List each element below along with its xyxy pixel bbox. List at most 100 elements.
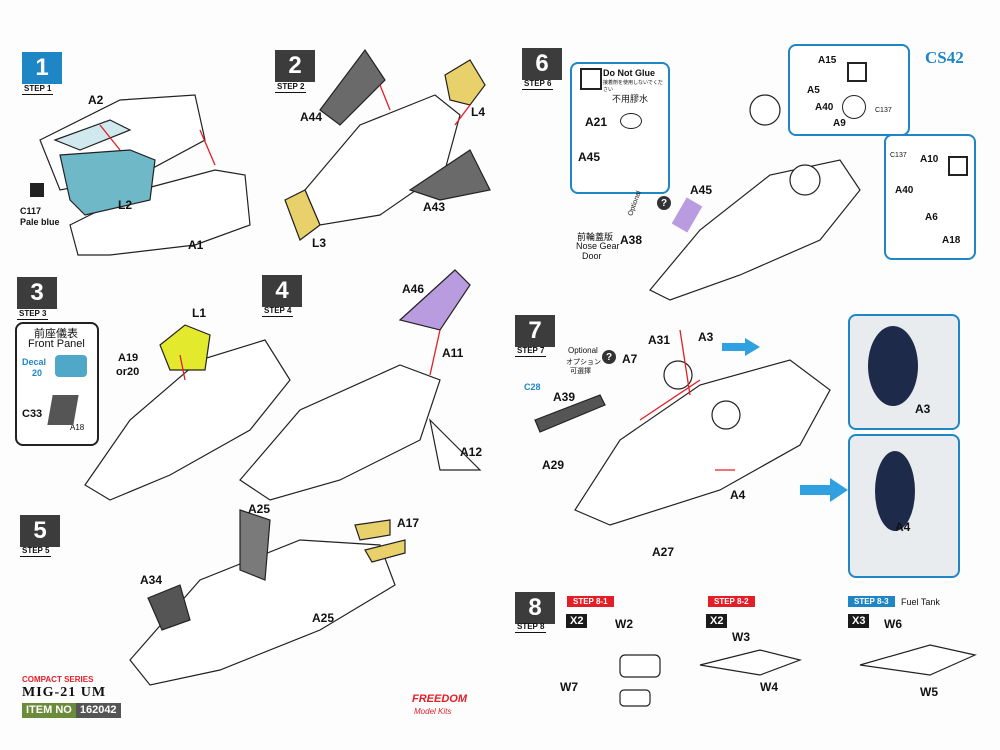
model-name: MIG-21 UM [22,685,107,700]
step-8-number: 8 [515,592,555,624]
part-c33: C33 [22,408,43,420]
part-a25-bottom: A25 [312,611,335,625]
step-7-number: 7 [515,315,555,347]
front-panel-cn: 前座儀表 [34,328,78,340]
series-label: COMPACT SERIES [22,675,94,684]
front-panel-label: Front Panel [28,338,85,350]
part-a27: A27 [652,545,675,559]
step8-drop-tank [699,649,803,676]
step-7-label: STEP 7 [515,346,547,357]
step5-fin-a25 [239,509,271,581]
qty-x3: X3 [848,614,870,628]
part-w6: W6 [884,617,902,631]
part-a29: A29 [542,458,565,472]
part-a45-box: A45 [578,150,601,164]
part-a11: A11 [442,346,464,360]
part-a6: A6 [925,212,938,223]
part-a40-right: A40 [895,185,914,196]
step-1-label: STEP 1 [22,84,54,95]
inset-a10-panel [884,134,976,260]
step1-cockpit-pale-blue [59,149,156,216]
part-a46: A46 [402,282,425,296]
wheel-photo-a3 [868,326,918,406]
step7-fuselage [574,359,831,526]
decal-label: Decal [22,357,47,367]
inset-a15-panel [788,44,910,136]
part-a45: A45 [690,183,713,197]
photo-inset-a3 [848,314,960,430]
nose-gear-label: Nose Gear [576,241,620,251]
do-not-glue-jp: 接着剤を使用しないでください [603,80,663,93]
paint-c137-right: C137 [890,152,907,159]
wheel-photo-a4 [875,451,915,531]
nose-gear-cn: 前輪蓋版 [577,232,614,242]
step5-fuselage [129,539,396,686]
paint-c137-top: C137 [875,107,892,114]
do-not-glue-text: Do Not Glue [603,68,655,78]
step-3-number: 3 [17,277,57,309]
part-w5: W5 [920,685,938,699]
part-a9: A9 [833,118,846,129]
step3-nose [84,339,291,501]
optional-label-s7-cn: 可選擇 [570,368,591,375]
part-a44: A44 [300,110,323,124]
instrument-decal [55,355,87,377]
part-a2: A2 [88,93,104,107]
optional-label-s7-jp: オプション [566,359,601,366]
step6-fuselage [649,159,861,301]
inset-part-a4: A4 [895,520,911,534]
part-a15: A15 [818,55,837,66]
step-5-label: STEP 5 [20,546,52,557]
part-or20: or20 [116,366,140,378]
no-glue-icon-right [948,156,968,176]
paint-c28: C28 [524,382,541,392]
fuel-tank-label: Fuel Tank [901,597,940,607]
part-a39: A39 [553,390,576,404]
part-a12: A12 [460,445,483,459]
panel-part-shape [47,395,79,425]
step4-purple-a46 [398,269,471,331]
step-8-label: STEP 8 [515,622,547,633]
part-l2: L2 [118,198,133,212]
part-w7: W7 [560,680,578,694]
brand-logo-bottom: Model Kits [414,707,452,716]
part-a7: A7 [622,352,638,366]
step4-fuselage [239,364,441,501]
part-a10: A10 [920,154,939,165]
part-w3: W3 [732,630,750,644]
item-no-label: ITEM NO [22,703,76,718]
paint-icon [30,183,44,197]
part-l3: L3 [312,236,327,250]
part-w4: W4 [760,680,778,694]
step2-grey-panel-a43 [408,149,491,201]
part-a21: A21 [585,115,608,129]
step3-yellow-canopy [159,324,211,371]
step-6-label: STEP 6 [522,79,554,90]
step-2-number: 2 [275,50,315,82]
qty-x2-b: X2 [706,614,728,628]
part-a3: A3 [698,330,714,344]
part-a25-top: A25 [248,502,271,516]
paint-name: Pale blue [20,217,60,227]
step-8-2-badge: STEP 8-2 [708,596,755,607]
part-a34: A34 [140,573,163,587]
step2-yellow-l3 [284,189,321,241]
decal-number: 20 [32,368,43,378]
part-a18: A18 [942,235,961,246]
brand-logo-top: FREEDOM [412,693,467,705]
step-6-number: 6 [522,48,562,80]
step-3-label: STEP 3 [17,309,49,320]
item-no-value: 162042 [75,703,121,718]
inset-part-a3: A3 [915,402,931,416]
nose-gear-door: Door [582,251,602,261]
step5-yellow-a17 [354,519,391,541]
step-4-label: STEP 4 [262,306,294,317]
step-2-label: STEP 2 [275,82,307,93]
part-a38: A38 [620,233,643,247]
front-panel-box [15,322,99,446]
step2-fuselage [304,94,461,226]
step-8-1-badge: STEP 8-1 [567,596,614,607]
step-5-number: 5 [20,515,60,547]
part-l4: L4 [471,105,486,119]
